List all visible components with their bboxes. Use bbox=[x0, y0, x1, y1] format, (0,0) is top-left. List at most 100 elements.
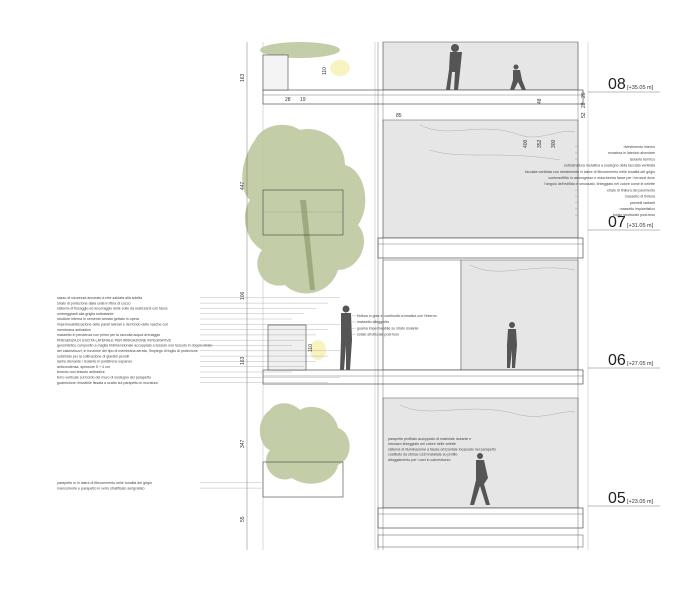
level-number: 07 bbox=[608, 214, 626, 231]
slab-level-07 bbox=[377, 237, 584, 259]
annotation-note: ferro verticale sul bordo del muro di so… bbox=[57, 376, 151, 380]
child-silhouette-icon bbox=[510, 64, 526, 90]
level-marker-07: 07 [+31.05 m] bbox=[588, 214, 660, 231]
dim-slab-28: 28 bbox=[285, 97, 291, 103]
annotation-note: massetto di finitura bbox=[625, 195, 655, 199]
annotation-note: strutture interna in cemento armato gett… bbox=[57, 317, 139, 321]
room-panel-level-08 bbox=[382, 41, 579, 91]
annotation-note: pannelli radianti bbox=[630, 201, 655, 205]
annotation-note: l'angolo dell'edificio è smussato, tinte… bbox=[545, 182, 655, 186]
dim-left-163-top: 163 bbox=[240, 73, 246, 82]
annotation-note: PRESENZA DI USCITA LATERALE PER IRRIGAZI… bbox=[57, 338, 172, 342]
dim-room-300: 300 bbox=[551, 139, 557, 148]
tree-canopy-icon bbox=[242, 124, 366, 294]
annotation-note: massetto impiantistico bbox=[620, 207, 655, 211]
planter-box-lower bbox=[262, 461, 344, 498]
dim-left-347: 347 bbox=[240, 439, 246, 448]
annotation-note: geosintetico composito a maglia tridimen… bbox=[57, 344, 212, 348]
dim-slab-19: 19 bbox=[300, 97, 306, 103]
dim-room-352: 352 bbox=[537, 139, 543, 148]
annotation-note: sasso di sicurezza ancorato a rete salda… bbox=[57, 296, 142, 300]
slab-level-08 bbox=[262, 89, 584, 105]
floor-slabs bbox=[262, 89, 584, 548]
level-marker-06: 06 [+27.05 m] bbox=[588, 352, 660, 369]
notes-left: sasso di sicurezza ancorato a rete salda… bbox=[57, 296, 340, 385]
annotation-note: facciata ventilata con rivestimento in l… bbox=[525, 170, 655, 174]
people bbox=[340, 44, 526, 505]
level-number: 06 bbox=[608, 352, 626, 369]
dim-planter-110-top: 110 bbox=[322, 67, 328, 75]
planter-box-upper bbox=[262, 189, 344, 236]
annotation-note: massetto alleggerito bbox=[357, 320, 389, 324]
annotation-note: finitura in gres in continuità cromatica… bbox=[357, 314, 437, 318]
dim-right-52: 52 bbox=[581, 112, 587, 118]
level-marker-08: 08 [+35.05 m] bbox=[588, 76, 660, 93]
room-panels bbox=[382, 41, 579, 509]
annotation-note: massetto in pendenza con primo per la ra… bbox=[57, 333, 160, 337]
annotation-note: guaina impermeabile su strato isolante bbox=[357, 326, 419, 330]
annotation-note: costituito da strisce LED installate su … bbox=[388, 453, 457, 457]
tree-canopy-icon bbox=[259, 403, 350, 484]
annotation-note: tessuto non tessuto antiradice bbox=[57, 370, 105, 374]
annotation-note: anticondensa, spessore 5 + 4 cm bbox=[57, 365, 110, 369]
light-glow bbox=[330, 60, 350, 76]
light-glow bbox=[310, 340, 326, 360]
notes-left-bottom: parapetto in in lastre di fibrocemento n… bbox=[57, 481, 262, 490]
level-number: 08 bbox=[608, 76, 626, 93]
structure-lines bbox=[262, 42, 589, 550]
annotation-note: ombreggianti alla griglia sottostante bbox=[57, 312, 114, 316]
slab-level-05 bbox=[377, 507, 584, 529]
notes-center-upper: finitura in gres in continuità cromatica… bbox=[352, 314, 437, 337]
notes-center-lower: parapetto profilato accoppiato di materi… bbox=[388, 437, 496, 462]
annotation-note: substrato per la coltivazione di giardin… bbox=[57, 354, 129, 358]
person-silhouette-icon bbox=[340, 305, 352, 370]
annotation-note: mancorrente e parapetto in vetro stratif… bbox=[57, 486, 145, 490]
annotation-note: intonaco tinteggiato nel colore delle ce… bbox=[388, 442, 456, 446]
annotation-note: solaio strutturale post-teso bbox=[613, 213, 655, 217]
annotation-note: parapetto in in lastre di fibrocemento n… bbox=[57, 481, 152, 485]
tree-canopies bbox=[242, 42, 366, 484]
planter-boxes bbox=[262, 54, 344, 498]
dim-slab-85: 85 bbox=[396, 113, 402, 119]
level-elevation: [+23.05 m] bbox=[627, 499, 654, 505]
level-marker-05: 05 [+23.05 m] bbox=[588, 490, 660, 507]
dim-room-48: 48 bbox=[537, 98, 543, 104]
dim-right-28: 28 bbox=[581, 102, 587, 108]
planter-box-mid bbox=[267, 324, 307, 371]
person-silhouette-icon bbox=[507, 322, 517, 368]
annotation-note: sottostruttura metallica a sostegno dell… bbox=[564, 164, 655, 168]
annotation-note: solaio strutturale post-teso bbox=[357, 333, 399, 337]
annotation-note: alloggiamento per i cavi in calcestruzzo bbox=[388, 458, 451, 462]
level-elevation: [+35.05 m] bbox=[627, 85, 654, 91]
annotation-note: dei calcestruzzi, in funzione del tipo d… bbox=[57, 349, 198, 353]
annotation-note: impermeabilizzazione delle pareti latera… bbox=[57, 323, 168, 327]
level-elevation: [+27.05 m] bbox=[627, 361, 654, 367]
person-silhouette-icon bbox=[446, 44, 462, 90]
annotation-note: strato di finitura del pavimento bbox=[607, 188, 655, 192]
annotation-note: guarnizione rimovibile fissata a scatto … bbox=[57, 381, 158, 385]
annotation-note: lastra drenante / isolante in polistiren… bbox=[57, 360, 132, 364]
dim-left-55: 55 bbox=[240, 516, 246, 522]
annotation-note: parapetto profilato accoppiato di materi… bbox=[388, 437, 471, 441]
annotation-note: isolante termico bbox=[630, 157, 655, 161]
annotation-note: membrana antiradice bbox=[57, 328, 91, 332]
level-elevation: [+31.05 m] bbox=[627, 223, 654, 229]
level-markers: 08 [+35.05 m] 07 [+31.05 m] 06 [+27.05 m… bbox=[588, 76, 660, 507]
person-silhouette-icon bbox=[470, 453, 490, 505]
dim-planter-110-mid: 110 bbox=[308, 344, 314, 352]
dim-left-163-mid: 163 bbox=[240, 356, 246, 365]
dim-room-400: 400 bbox=[523, 139, 529, 148]
room-panel-level-07 bbox=[382, 119, 579, 239]
planter-box-top bbox=[262, 54, 289, 91]
slab-level-06 bbox=[262, 369, 584, 385]
slab-bottom bbox=[377, 534, 584, 548]
dim-left-106: 106 bbox=[240, 291, 246, 300]
dimension-lines: 163 447 106 163 347 55 110 110 28 19 85 … bbox=[240, 42, 587, 550]
annotation-note: muratura in laterizio alveolare bbox=[608, 151, 655, 155]
tree-canopy-icon bbox=[260, 42, 340, 58]
room-panel-level-06 bbox=[460, 259, 579, 371]
dim-right-20: 20 bbox=[581, 92, 587, 98]
level-number: 05 bbox=[608, 490, 626, 507]
